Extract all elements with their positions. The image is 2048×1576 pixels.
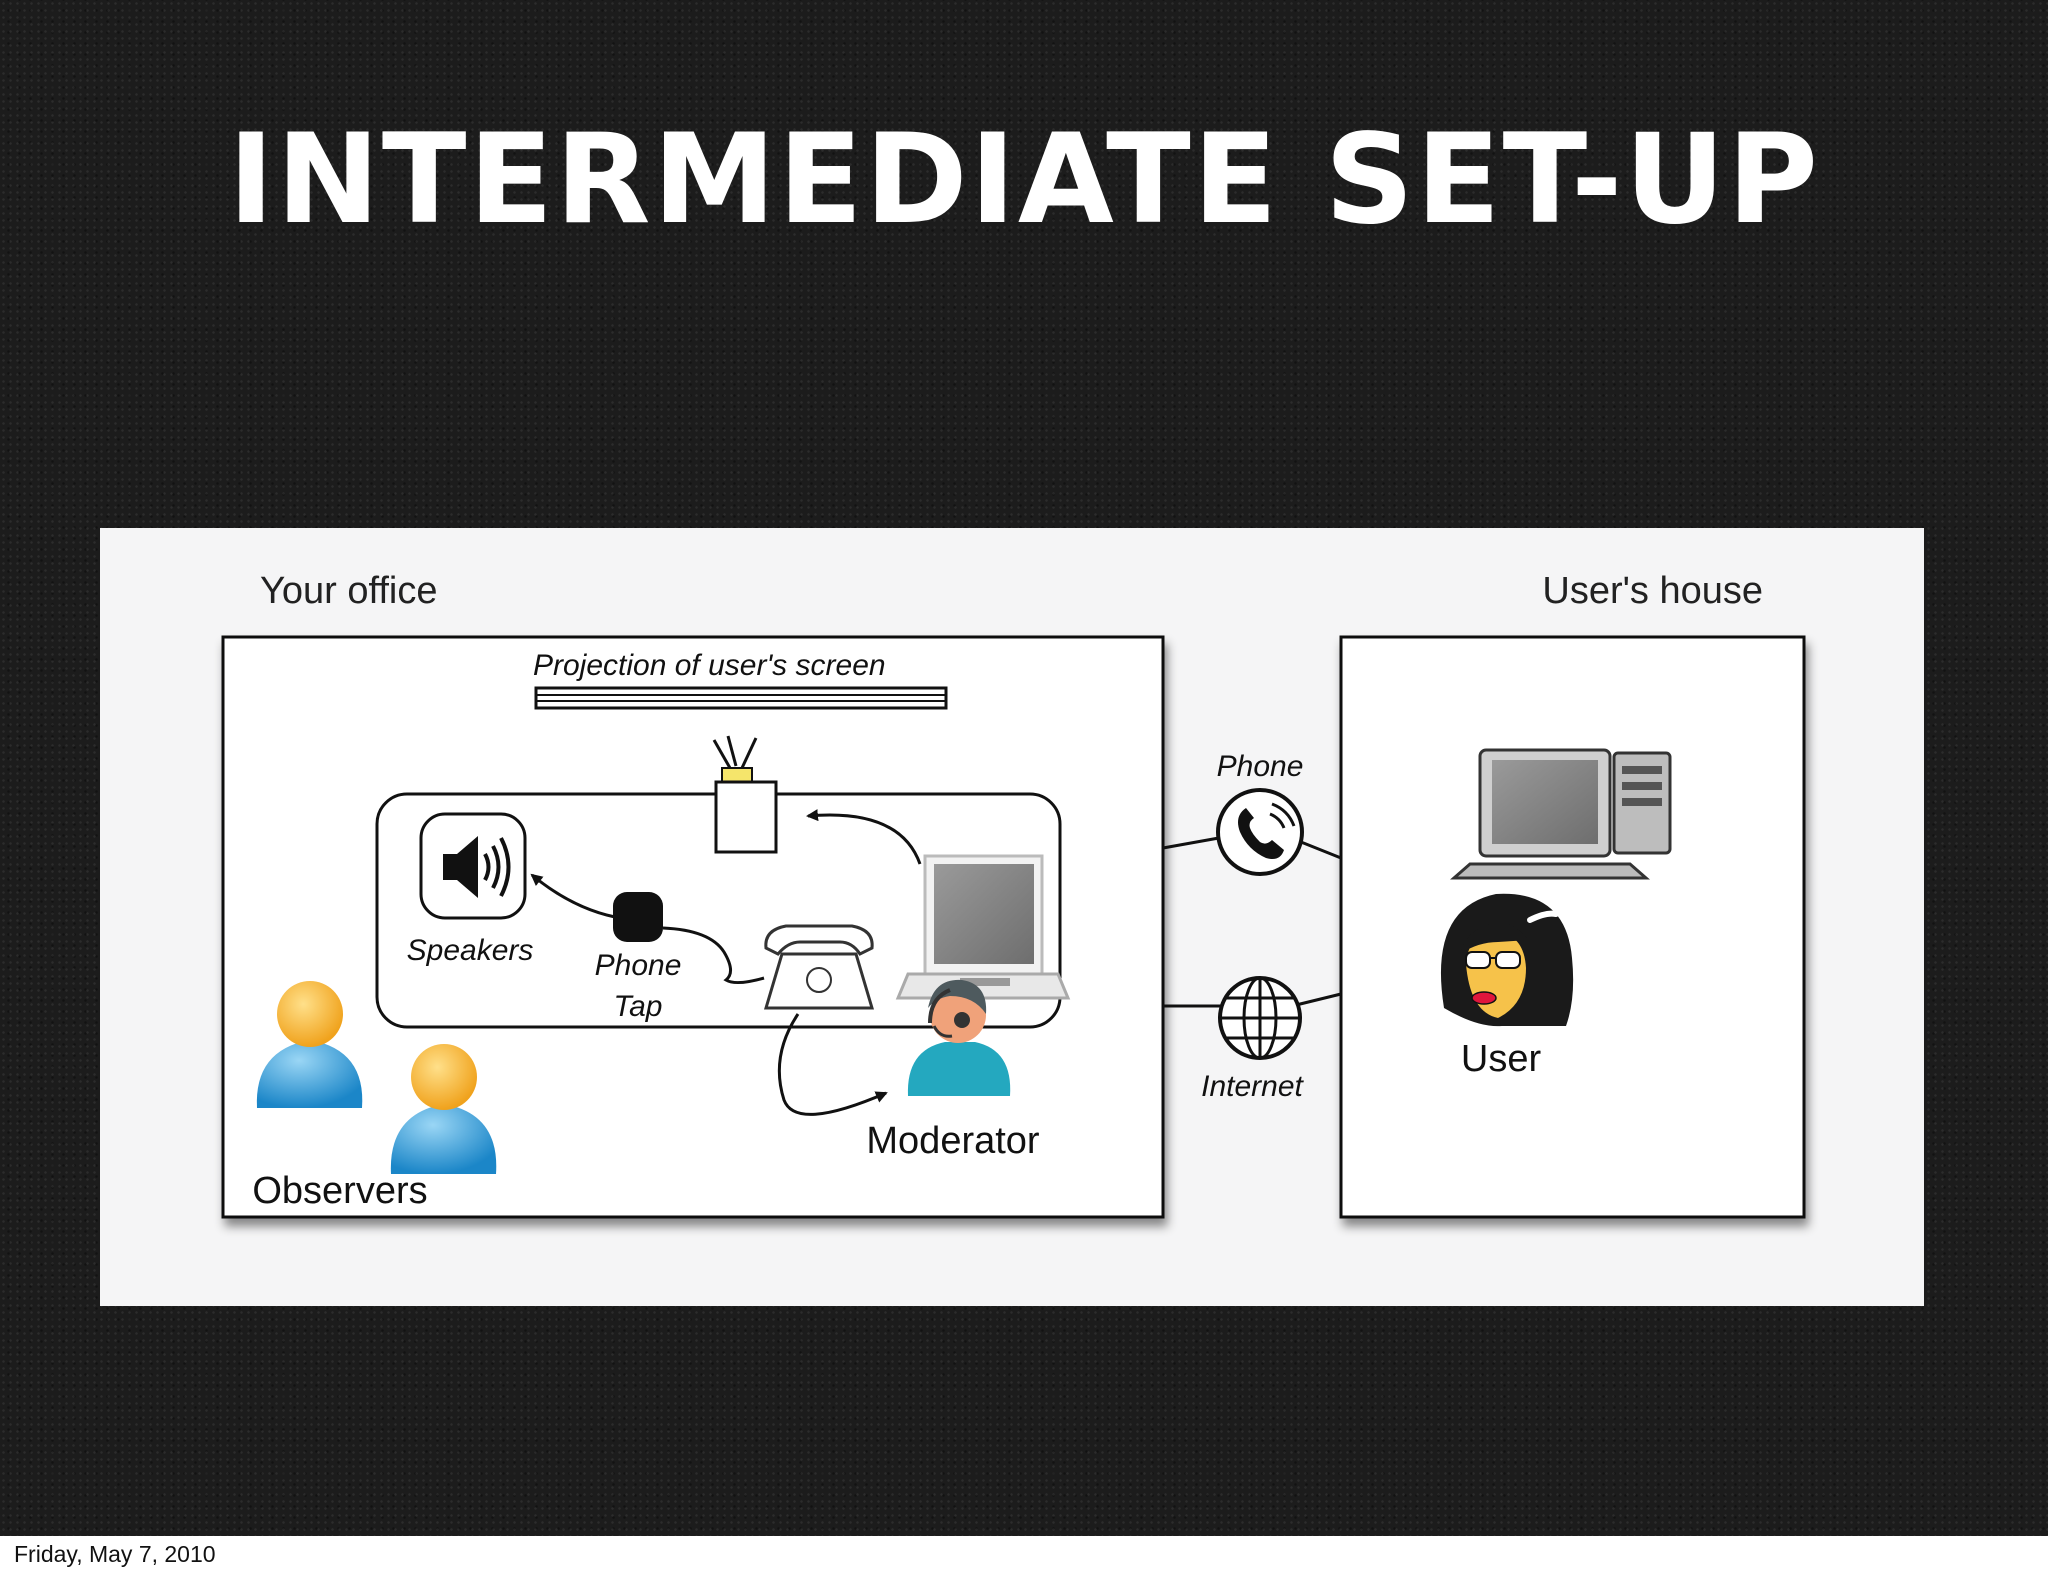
moderator-headset-icon (907, 979, 1011, 1096)
globe-icon (1218, 976, 1302, 1060)
projection-label: Projection of user's screen (533, 649, 886, 682)
observers-label: Observers (252, 1170, 427, 1212)
slide-title: INTERMEDIATE SET-UP (227, 108, 1821, 252)
internet-link-line (1163, 992, 1342, 1008)
diagram-panel: Your office User's house Projection of u… (100, 528, 1924, 1306)
office-label: Your office (260, 570, 437, 612)
footer-date: Friday, May 7, 2010 (14, 1541, 216, 1567)
observer-icon (256, 981, 363, 1108)
laptop-to-projector-arrow (806, 809, 922, 865)
phone-to-moderator-arrow (777, 1013, 888, 1116)
desktop-computer-icon (1450, 748, 1672, 880)
phone-tap-label-line2: Tap (614, 990, 663, 1023)
phone-tap-icon (613, 892, 663, 942)
projector-icon (712, 735, 778, 854)
internet-link-label: Internet (1201, 1070, 1304, 1103)
slide: INTERMEDIATE SET-UP (0, 0, 2048, 1536)
phone-handset-icon (1216, 788, 1304, 876)
speaker-icon (419, 812, 527, 920)
house-label: User's house (1542, 570, 1763, 612)
user-label: User (1461, 1038, 1542, 1080)
speakers-label: Speakers (407, 934, 534, 967)
phone-tap-label-line1: Phone (595, 949, 682, 982)
laptop-icon (895, 854, 1071, 1000)
tap-to-phone-cable (662, 926, 765, 985)
phone-link-label: Phone (1217, 750, 1304, 783)
observer-icon (390, 1044, 497, 1174)
projection-screen (534, 686, 948, 710)
user-avatar-icon (1440, 893, 1574, 1027)
desk-phone-icon (763, 924, 875, 1010)
moderator-label: Moderator (866, 1120, 1040, 1162)
house-room (1339, 635, 1806, 1219)
tap-to-speakers-arrow (530, 873, 616, 919)
setup-diagram: Your office User's house Projection of u… (221, 570, 1806, 1219)
